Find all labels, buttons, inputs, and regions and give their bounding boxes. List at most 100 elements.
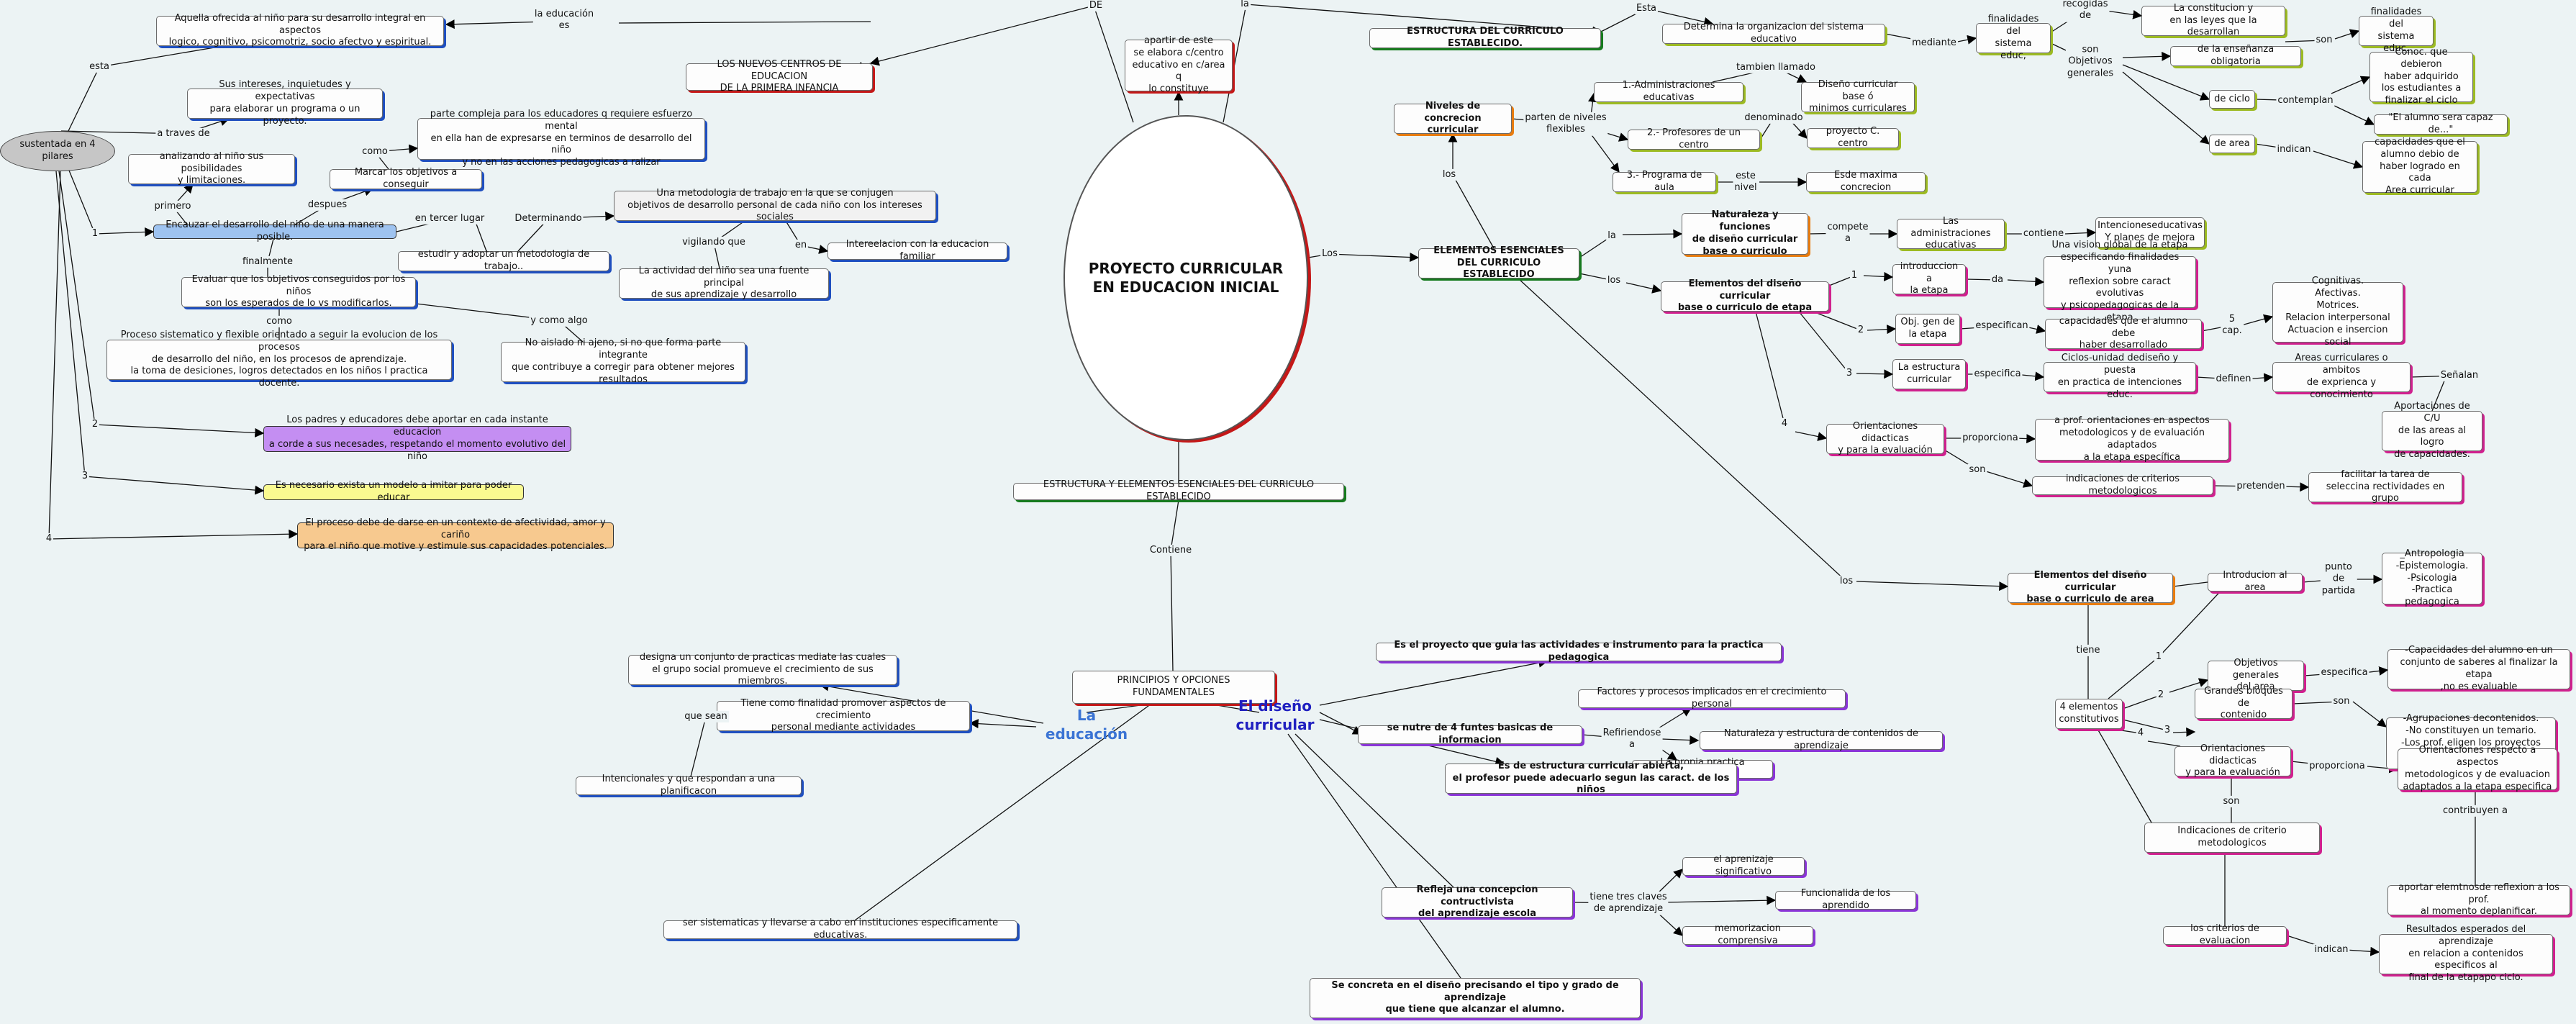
node-no-aislado[interactable]: No aislado ni ajeno, si no que forma par… bbox=[501, 337, 745, 385]
node-el-diseno[interactable]: El diseño curricular bbox=[1235, 697, 1315, 733]
node-determina[interactable]: Determina la organizacion del sistema ed… bbox=[1662, 22, 1885, 45]
node-administraciones[interactable]: 1.-Administraciones educativas bbox=[1594, 80, 1743, 103]
node-es-el-proyecto[interactable]: Es el proyecto que guia las actividades … bbox=[1376, 640, 1782, 663]
node-nuevos-centros[interactable]: LOS NUEVOS CENTROS DE EDUCACION DE LA PR… bbox=[686, 59, 873, 94]
node-refleja[interactable]: Refleja una concepcion contructivista de… bbox=[1382, 884, 1573, 919]
node-intencionales[interactable]: Intencionales y que respondan a una plan… bbox=[576, 774, 802, 797]
node-principios[interactable]: PRINCIPIOS Y OPCIONES FUNDAMENTALES bbox=[1072, 671, 1275, 704]
node-evaluar[interactable]: Evaluar que los objetivos conseguidos po… bbox=[181, 274, 416, 309]
connector-line-140 bbox=[2172, 727, 2196, 737]
node-la-educacion[interactable]: La educación bbox=[1045, 707, 1128, 743]
node-encauzar[interactable]: Encauzar el desarrollo del niño de una m… bbox=[153, 219, 396, 243]
node-factores[interactable]: Factores y procesos implicados en el cre… bbox=[1578, 687, 1846, 710]
node-alumno-capaz[interactable]: "El alumno sera capaz de..." bbox=[2374, 112, 2508, 135]
node-programa-aula[interactable]: 3.- Programa de aula bbox=[1613, 170, 1716, 193]
node-resultados[interactable]: Resultados esperados del aprendizaje en … bbox=[2379, 924, 2553, 983]
label-contemplan: contemplan bbox=[2276, 94, 2335, 107]
node-cuatro-elementos[interactable]: 4 elementos constitutivos bbox=[2055, 699, 2123, 729]
node-aprenizaje-sig[interactable]: el aprenizaje significativo bbox=[1682, 854, 1805, 877]
node-proyecto-c[interactable]: proyecto C. centro bbox=[1807, 126, 1899, 149]
node-intencionesed[interactable]: Intencioneseducativas Y planes de mejora bbox=[2095, 217, 2205, 248]
node-interrelacion[interactable]: Intereelacion con la educacion familiar bbox=[827, 239, 1007, 262]
node-estructura-bottom[interactable]: ESTRUCTURA Y ELEMENTOS ESENCIALES DEL CU… bbox=[1013, 479, 1344, 502]
node-estructura-curriculo[interactable]: ESTRUCTURA DEL CURRICULO ESTABLECIDO. bbox=[1369, 26, 1601, 49]
node-estructura-curricular[interactable]: La estructura curricular bbox=[1892, 359, 1966, 389]
node-capacidades-alumno[interactable]: capacidades que el alumno debe haber des… bbox=[2045, 316, 2202, 350]
node-niveles[interactable]: Niveles de concrecion curricular bbox=[1394, 101, 1512, 135]
node-sus-intereses[interactable]: Sus intereses, inquietudes y expectativa… bbox=[187, 79, 383, 127]
node-de-area[interactable]: de area bbox=[2209, 135, 2255, 153]
node-indicaciones-criterios[interactable]: indicaciones de criterios metodologicos bbox=[2032, 474, 2213, 497]
label-la-r: la bbox=[1606, 230, 1618, 243]
node-proceso-afect[interactable]: El proceso debe de darse en un contexto … bbox=[297, 517, 614, 552]
node-esde-maxima[interactable]: Esde maxima concrecion bbox=[1806, 170, 1926, 193]
node-obj-gen[interactable]: Obj. gen de la etapa bbox=[1895, 314, 1960, 344]
node-parte-compleja[interactable]: parte compleja para los educadores q req… bbox=[417, 109, 705, 168]
connector-line-43 bbox=[1170, 499, 1179, 551]
label-los-center: Los bbox=[1320, 248, 1339, 260]
node-estudir[interactable]: estudir y adoptar un metodologia de trab… bbox=[398, 249, 609, 272]
node-se-concreta[interactable]: Se concreta en el diseño precisando el t… bbox=[1310, 978, 1641, 1018]
node-elementos-esenciales[interactable]: ELEMENTOS ESENCIALES DEL CURRICULO ESTAB… bbox=[1418, 245, 1579, 280]
node-constitucion[interactable]: La constitucion y en las leyes que la de… bbox=[2141, 3, 2285, 37]
label-son-etapa: son bbox=[1967, 463, 1987, 476]
node-aportaciones[interactable]: Aportaciones de C/U de las areas al logr… bbox=[2382, 401, 2482, 460]
node-capacidades-area[interactable]: capacidades que el alumno debio de haber… bbox=[2362, 137, 2477, 196]
node-obj-generales-area[interactable]: Objetivos generales del area bbox=[2208, 658, 2304, 692]
node-proceso[interactable]: Proceso sistematico y flexible orientado… bbox=[106, 330, 452, 389]
connector-line-72 bbox=[2122, 51, 2172, 61]
node-orientaciones-area[interactable]: Orientaciones didacticas y para la evalu… bbox=[2174, 743, 2291, 778]
node-indicaciones-area[interactable]: Indicaciones de criterio metodologicos bbox=[2144, 823, 2320, 853]
node-actividad[interactable]: La actividad del niño sea una fuente pri… bbox=[619, 266, 829, 300]
node-marcar[interactable]: Marcar los objetivos a conseguir bbox=[330, 167, 482, 190]
node-a-prof[interactable]: a prof. orientaciones en aspectos metodo… bbox=[2035, 415, 2229, 463]
node-profesores[interactable]: 2.- Profesores de un centro bbox=[1628, 127, 1760, 150]
node-las-admin[interactable]: Las administraciones educativas bbox=[1897, 216, 2005, 250]
node-de-ciclo[interactable]: de ciclo bbox=[2209, 90, 2255, 109]
node-elementos-etapa[interactable]: Elementos del diseño curricular base o c… bbox=[1661, 278, 1829, 313]
node-introduccion-etapa[interactable]: introduccion a la etapa bbox=[1892, 261, 1966, 296]
node-cognitivas[interactable]: Cognitivas. Afectivas. Motrices. Relacio… bbox=[2272, 276, 2403, 348]
node-introducion-area[interactable]: Introducion al area bbox=[2208, 570, 2303, 593]
node-analizando[interactable]: analizando al niño sus posibilidades y l… bbox=[128, 151, 295, 186]
node-es-de-estructura[interactable]: Es de estructura curricular abierta, el … bbox=[1445, 761, 1737, 795]
node-padres[interactable]: Los padres y educadores debe aportar en … bbox=[263, 414, 571, 462]
node-necesario[interactable]: Es necesario exista un modelo a imitar p… bbox=[263, 480, 524, 503]
node-finalidades-sistema[interactable]: finalidades del sistema educ, bbox=[1976, 14, 2051, 61]
node-orientaciones-respecto[interactable]: Orientaciones respecto a aspectos metodo… bbox=[2398, 745, 2557, 792]
connector-line-7 bbox=[618, 21, 871, 24]
node-ser-sistematicas[interactable]: ser sistematicas y llevarse a cabo en in… bbox=[663, 917, 1017, 941]
node-ensenanza[interactable]: de la enseñanza obligatoria bbox=[2170, 44, 2301, 67]
node-aportar[interactable]: aportar elemtnosde reflexion a los prof.… bbox=[2387, 882, 2570, 917]
node-designa[interactable]: designa un conjunto de practicas mediate… bbox=[628, 652, 897, 687]
node-grandes-bloques[interactable]: Grandes bloques de contenido bbox=[2195, 686, 2292, 720]
node-apartir[interactable]: apartir de este se elabora c/centro educ… bbox=[1125, 35, 1233, 94]
node-tiene-como[interactable]: Tiene como finalidad promover aspectos d… bbox=[717, 698, 970, 733]
node-ciclos-unidad[interactable]: Ciclos-unidad dediseño y puesta en pract… bbox=[2044, 353, 2196, 400]
connector-line-3 bbox=[1223, 4, 1247, 123]
node-elementos-area[interactable]: Elementos del diseño curricular base o c… bbox=[2008, 570, 2173, 604]
node-sustentada[interactable]: sustentada en 4 pilares bbox=[0, 131, 115, 171]
node-memorizacion[interactable]: memorizacion comprensiva bbox=[1682, 923, 1813, 946]
node-naturaleza-funciones[interactable]: Naturaleza y funciones de diseño curricu… bbox=[1682, 209, 1808, 257]
connector-line-111 bbox=[2241, 314, 2274, 326]
node-metodologia[interactable]: Una metodologia de trabajo en la que se … bbox=[614, 188, 936, 222]
label-como-1: como bbox=[360, 145, 389, 158]
node-diseno-base[interactable]: Diseño curricular base ó minimos curricu… bbox=[1801, 79, 1915, 114]
node-aquella[interactable]: Aquella ofrecida al niño para su desarro… bbox=[156, 13, 444, 47]
node-funcionalida[interactable]: Funcionalida de los aprendido bbox=[1775, 888, 1916, 911]
node-facilitar[interactable]: facilitar la tarea de seleccina rectivid… bbox=[2308, 469, 2462, 504]
connector-line-51 bbox=[1208, 703, 1260, 713]
node-vision-global[interactable]: Una vision global de la etapa especifica… bbox=[2044, 240, 2196, 323]
node-capacidades-alumno-final[interactable]: -Capacidades del alumno en un conjunto d… bbox=[2387, 645, 2570, 692]
node-criterios-evaluacion[interactable]: los criterios de evaluacion bbox=[2163, 923, 2287, 946]
center-topic[interactable]: PROYECTO CURRICULAR EN EDUCACION INICIAL bbox=[1063, 115, 1308, 440]
node-conoc[interactable]: Conoc. que debieron haber adquirido los … bbox=[2369, 47, 2473, 106]
node-finalidades-sist2[interactable]: finalidades del sistema educ. bbox=[2359, 6, 2434, 54]
node-areas-curriculares[interactable]: Areas curriculares o ambitos de exprienc… bbox=[2272, 353, 2411, 400]
node-orientaciones-etapa[interactable]: Orientaciones didacticas y para la evalu… bbox=[1826, 421, 1944, 456]
label-contiene-r: contiene bbox=[2021, 227, 2066, 240]
node-antropologia[interactable]: _Antropologia -Epistemologia. -Psicologi… bbox=[2382, 548, 2482, 607]
node-se-nutre[interactable]: se nutre de 4 funtes basicas de informac… bbox=[1358, 722, 1582, 746]
node-naturaleza-estructura[interactable]: Naturaleza y estructura de contenidos de… bbox=[1700, 728, 1943, 751]
